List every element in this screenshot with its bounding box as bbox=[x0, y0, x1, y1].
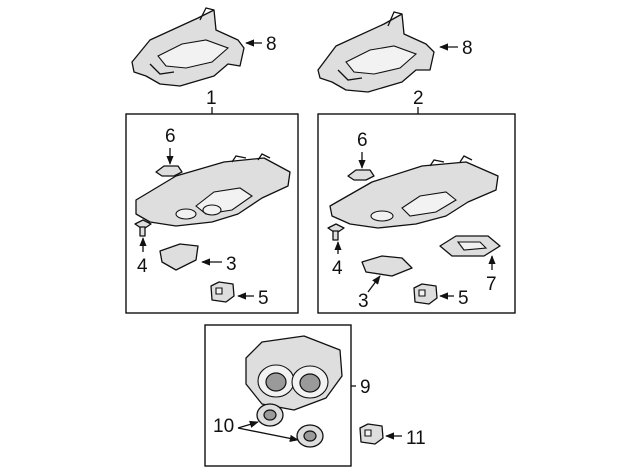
group-box-3 bbox=[204, 324, 352, 467]
leader-10a bbox=[237, 420, 259, 429]
group-box-2 bbox=[317, 113, 516, 314]
hook-6b bbox=[347, 169, 375, 181]
callout-4a: 4 bbox=[137, 256, 148, 277]
console-housing-9 bbox=[245, 335, 343, 411]
bracket-left bbox=[131, 7, 245, 87]
leader-3b bbox=[367, 275, 381, 293]
callout-1: 1 bbox=[206, 88, 217, 109]
bulb-10b bbox=[296, 424, 324, 448]
callout-8b: 8 bbox=[462, 38, 473, 59]
callout-4b: 4 bbox=[332, 258, 343, 279]
callout-11: 11 bbox=[406, 428, 426, 449]
callout-3a: 3 bbox=[226, 254, 237, 275]
callout-6a: 6 bbox=[165, 126, 176, 147]
bulb-10a bbox=[256, 403, 284, 427]
socket-11 bbox=[359, 423, 384, 445]
clip-4a bbox=[134, 219, 152, 237]
callout-8a: 8 bbox=[266, 34, 277, 55]
callout-2: 2 bbox=[413, 88, 424, 109]
overhead-console-1 bbox=[135, 153, 291, 227]
socket-5a bbox=[210, 281, 235, 303]
hook-6a bbox=[155, 165, 183, 177]
callout-3b: 3 bbox=[358, 291, 369, 312]
socket-5b bbox=[413, 283, 438, 305]
callout-7: 7 bbox=[486, 274, 497, 295]
callout-6b: 6 bbox=[357, 130, 368, 151]
callout-5a: 5 bbox=[258, 288, 269, 309]
map-lamp-7 bbox=[439, 235, 501, 257]
group-box-1 bbox=[125, 113, 299, 314]
overhead-console-2 bbox=[329, 155, 499, 229]
lens-3a bbox=[159, 243, 199, 271]
clip-4b bbox=[327, 223, 345, 241]
callout-5b: 5 bbox=[458, 288, 469, 309]
leader-10b bbox=[237, 427, 299, 442]
callout-10: 10 bbox=[213, 416, 234, 437]
callout-9: 9 bbox=[360, 377, 371, 398]
bracket-right bbox=[317, 11, 435, 93]
lens-3b bbox=[361, 255, 413, 277]
